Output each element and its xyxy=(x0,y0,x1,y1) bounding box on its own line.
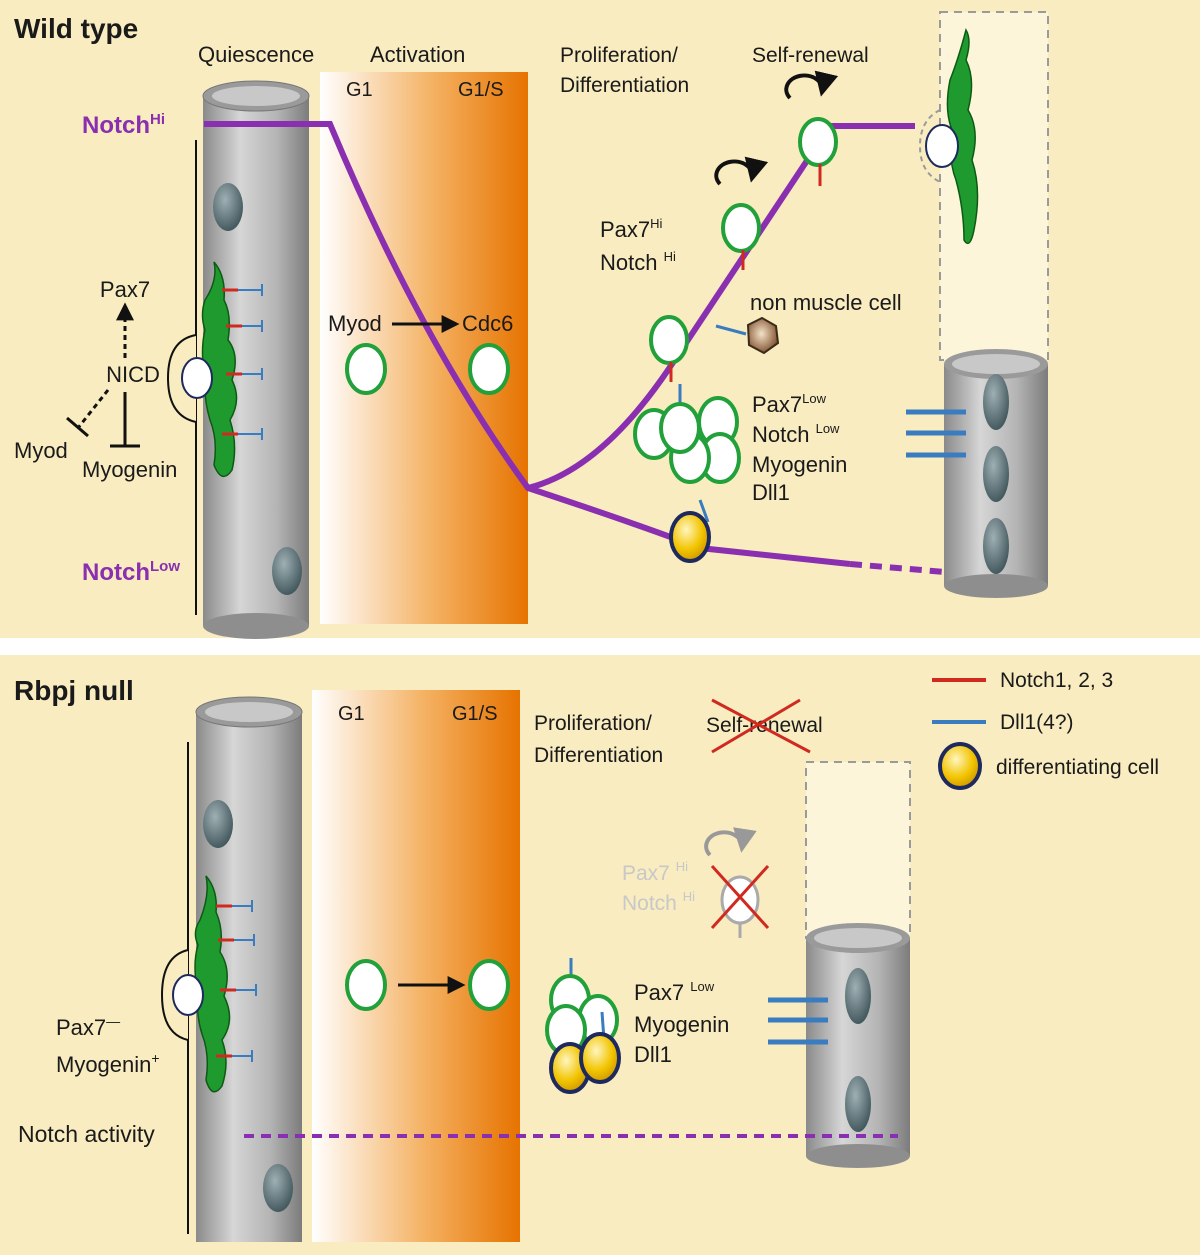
non-muscle-cell-label: non muscle cell xyxy=(750,290,902,315)
differentiating-cell-cluster-rbpj xyxy=(545,958,621,1094)
myogenin-label: Myogenin xyxy=(82,457,177,482)
legend-diff-cell-label: differentiating cell xyxy=(996,756,1159,779)
myonucleus xyxy=(263,1164,293,1212)
myod-label: Myod xyxy=(14,438,68,463)
stage-g1s: G1/S xyxy=(458,79,504,101)
pax7-hi-faded-label: Pax7 Hi xyxy=(622,859,688,885)
pax7-hi-label: Pax7Hi xyxy=(600,216,663,242)
receptors-quiescent xyxy=(222,284,263,440)
myod-activation-label: Myod xyxy=(328,311,382,336)
dll1-label-rbpj: Dll1 xyxy=(634,1042,672,1067)
nicd-label: NICD xyxy=(106,362,160,387)
notch-hi-trajectory xyxy=(527,123,915,491)
legend-diff-cell-swatch xyxy=(938,742,982,790)
differentiating-cell-cluster xyxy=(633,384,741,484)
activated-cell-g1-rbpj xyxy=(345,959,387,1011)
notch-low-label: NotchLow xyxy=(82,558,180,586)
legend-notch-label: Notch1, 2, 3 xyxy=(1000,669,1113,692)
pax7-low-label-rbpj: Pax7 Low xyxy=(634,979,715,1005)
differentiating-cell xyxy=(669,511,711,563)
myonucleus xyxy=(213,183,243,231)
myogenin-plus-label: Myogenin+ xyxy=(56,1050,160,1077)
notch-hi-cell-label: Notch Hi xyxy=(600,249,676,275)
failure-cross-icon xyxy=(710,864,770,930)
stage-proliferation: Proliferation/ xyxy=(560,44,678,67)
notch-hi-faded-label: Notch Hi xyxy=(622,889,695,915)
stage-quiescence: Quiescence xyxy=(198,42,314,67)
self-renewal-cross-icon xyxy=(711,698,811,754)
activated-cell-g1s xyxy=(468,343,510,395)
notch-activity-label: Notch activity xyxy=(18,1121,155,1147)
myogenin-label-rbpj: Myogenin xyxy=(634,1012,729,1037)
satellite-cell-quiescent xyxy=(181,261,238,478)
pax7-low-label: Pax7Low xyxy=(752,391,827,417)
regenerated-muscle-fiber-rbpj xyxy=(806,923,910,1168)
receptors-rbpj xyxy=(216,900,257,1062)
stage-g1-rbpj: G1 xyxy=(338,703,365,725)
stage-proliferation-rbpj: Proliferation/ xyxy=(534,712,652,735)
self-renewal-cycle-icon xyxy=(714,156,769,186)
dll1-label: Dll1 xyxy=(752,480,790,505)
pax7-label: Pax7 xyxy=(100,277,150,302)
wild-type-title: Wild type xyxy=(14,13,138,44)
legend: Notch1, 2, 3 Dll1(4?) differentiating ce… xyxy=(932,669,1159,790)
proliferating-cell xyxy=(649,315,689,382)
self-renewal-cycle-faded-icon xyxy=(704,827,757,857)
activated-cell-g1 xyxy=(345,343,387,395)
stage-activation: Activation xyxy=(370,42,465,67)
muscle-fiber-rbpj xyxy=(195,696,303,1242)
self-renewing-cell xyxy=(798,117,838,186)
stage-g1: G1 xyxy=(346,79,373,101)
myonucleus xyxy=(203,800,233,848)
activated-cell-g1s-rbpj xyxy=(468,959,510,1011)
notch-low-dashed xyxy=(849,561,946,575)
regenerating-fiber-outline-rbpj xyxy=(805,761,911,939)
notch-low-trajectory xyxy=(204,121,851,567)
regenerated-muscle-fiber xyxy=(944,349,1048,598)
rbpj-null-title: Rbpj null xyxy=(14,675,134,706)
non-muscle-cell xyxy=(746,316,780,355)
notch-hi-label: NotchHi xyxy=(82,111,165,139)
nicd-inhibits-myod xyxy=(76,389,110,429)
self-renewing-cell xyxy=(721,203,761,270)
stage-self-renewal-crossed: Self-renewal xyxy=(706,714,823,737)
myogenin-cell-label: Myogenin xyxy=(752,452,847,477)
stage-g1s-rbpj: G1/S xyxy=(452,703,498,725)
satellite-cell-rbpj xyxy=(172,875,231,1093)
dll-ligands-on-fiber-rbpj xyxy=(768,997,828,1045)
pax7-minus-label: Pax7— xyxy=(56,1013,120,1040)
satellite-cell-renewed xyxy=(925,28,979,245)
notch-low-cell-label: Notch Low xyxy=(752,421,840,447)
stage-differentiation: Differentiation xyxy=(560,74,689,97)
dll-signal-line xyxy=(715,324,747,336)
dll-ligands-on-fiber xyxy=(906,409,966,458)
self-renewal-cycle-icon xyxy=(784,70,839,100)
myonucleus xyxy=(272,547,302,595)
legend-dll-label: Dll1(4?) xyxy=(1000,711,1074,734)
stage-differentiation-rbpj: Differentiation xyxy=(534,744,663,767)
stage-self-renewal: Self-renewal xyxy=(752,44,869,67)
cdc6-label: Cdc6 xyxy=(462,311,513,336)
